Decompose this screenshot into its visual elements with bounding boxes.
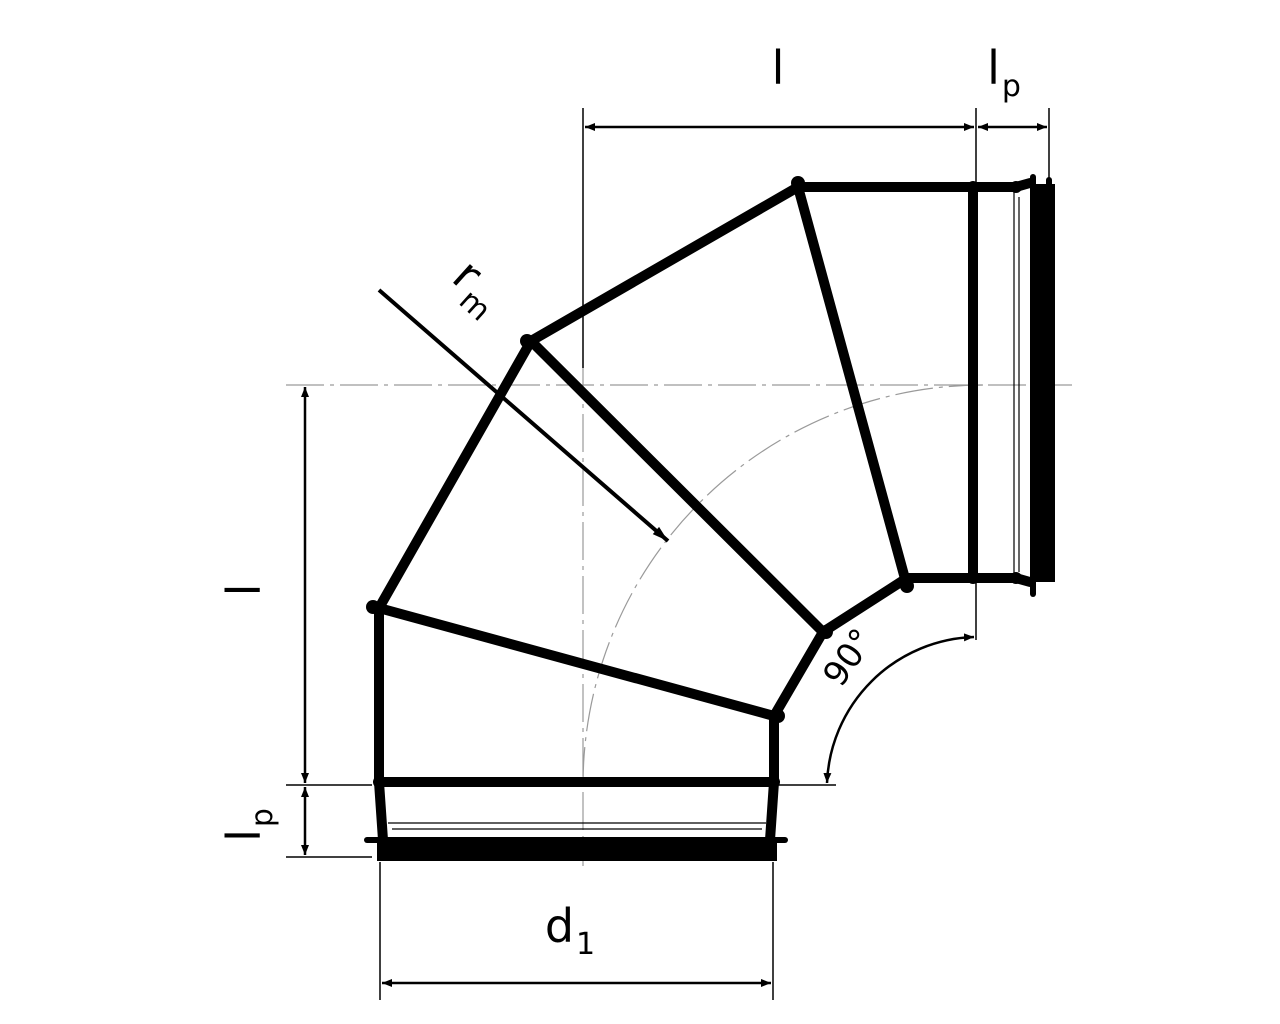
- label-diameter: d1: [545, 899, 595, 962]
- elbow-body: [374, 178, 1035, 845]
- centerlines: [286, 360, 1072, 866]
- radius-leader: [377, 288, 670, 543]
- corner-knuckles: [366, 176, 1022, 860]
- segment-joint-2: [526, 336, 828, 637]
- label-length-top: l: [772, 41, 785, 95]
- label-radius: rm: [437, 248, 516, 328]
- label-socket-top: lp: [987, 41, 1021, 104]
- label-socket-left: lp: [217, 808, 280, 842]
- segment-joint-3: [374, 603, 779, 721]
- label-length-left: l: [217, 584, 271, 597]
- dimension-lines: [301, 123, 1047, 987]
- bend-centerline-arc: [582, 384, 984, 786]
- segment-joint-1: [793, 182, 912, 591]
- left-socket-seal: [377, 839, 777, 861]
- extension-lines: [286, 108, 1050, 1000]
- socket-detail-lines: [388, 192, 1020, 830]
- socket-seals: [364, 174, 1055, 861]
- dim-angle-arc: [823, 633, 975, 784]
- inner-contour: [769, 573, 1021, 785]
